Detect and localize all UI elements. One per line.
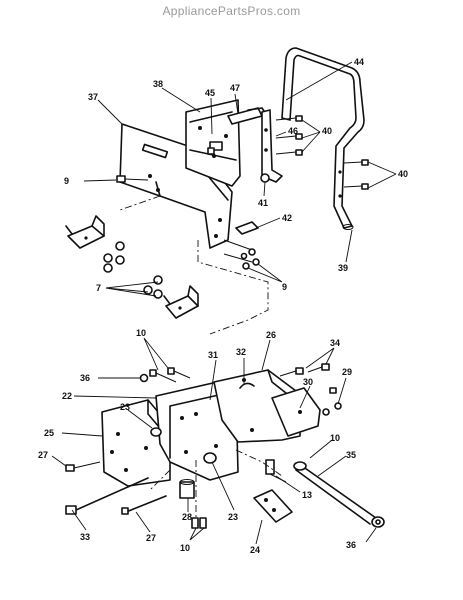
callout-34: 34 <box>330 338 340 348</box>
callout-labels: 37 38 45 47 44 46 40 9 41 40 42 39 9 7 1… <box>38 57 408 555</box>
callout-27-bottom: 27 <box>146 533 156 543</box>
part-13-link <box>265 459 287 483</box>
small-bracket-mid <box>163 285 199 319</box>
lower-bolts <box>65 363 342 515</box>
callout-9-upper: 9 <box>64 176 69 186</box>
callout-33: 33 <box>80 532 90 542</box>
part-24-bracket <box>253 489 293 523</box>
callout-37: 37 <box>88 92 98 102</box>
part-30-plate <box>271 387 321 437</box>
part-42-label <box>235 221 259 235</box>
callout-35: 35 <box>346 450 356 460</box>
callout-36-left: 36 <box>80 373 90 383</box>
callout-41: 41 <box>258 198 268 208</box>
part-7-nuts <box>103 241 163 299</box>
callout-10-bottom: 10 <box>180 543 190 553</box>
callout-22: 22 <box>62 391 72 401</box>
callout-23-upper: 23 <box>120 402 130 412</box>
callout-10-top: 10 <box>136 328 146 338</box>
callout-39: 39 <box>338 263 348 273</box>
callout-24: 24 <box>250 545 260 555</box>
callout-47: 47 <box>230 83 240 93</box>
callout-44: 44 <box>354 57 364 67</box>
callout-26: 26 <box>266 330 276 340</box>
part-38-bracket <box>185 99 241 187</box>
part-28-spacer <box>179 479 207 529</box>
callout-40-upper: 40 <box>322 126 332 136</box>
callout-45: 45 <box>205 88 215 98</box>
callout-32: 32 <box>236 347 246 357</box>
part-39-handle-bar <box>281 47 365 230</box>
callout-42: 42 <box>282 213 292 223</box>
callout-38: 38 <box>153 79 163 89</box>
callout-46: 46 <box>288 126 298 136</box>
callout-36-bottom: 36 <box>346 540 356 550</box>
callout-40-right: 40 <box>398 169 408 179</box>
callout-27-left: 27 <box>38 450 48 460</box>
leader-lines <box>51 61 397 545</box>
callout-28: 28 <box>182 512 192 522</box>
callout-7: 7 <box>96 283 101 293</box>
part-35-shaft <box>293 461 385 528</box>
callout-13: 13 <box>302 490 312 500</box>
callout-29: 29 <box>342 367 352 377</box>
callout-31: 31 <box>208 350 218 360</box>
callout-10-right: 10 <box>330 433 340 443</box>
callout-23-lower: 23 <box>228 512 238 522</box>
upper-bolts <box>116 115 369 190</box>
callout-30: 30 <box>303 377 313 387</box>
part-23-bushing <box>150 427 217 464</box>
watermark: AppliancePartsPros.com <box>162 4 301 18</box>
callout-9-lower: 9 <box>282 282 287 292</box>
small-bracket-left <box>65 215 105 249</box>
part-44-bracket <box>261 109 283 183</box>
callout-25: 25 <box>44 428 54 438</box>
part-9-nuts <box>223 239 260 270</box>
